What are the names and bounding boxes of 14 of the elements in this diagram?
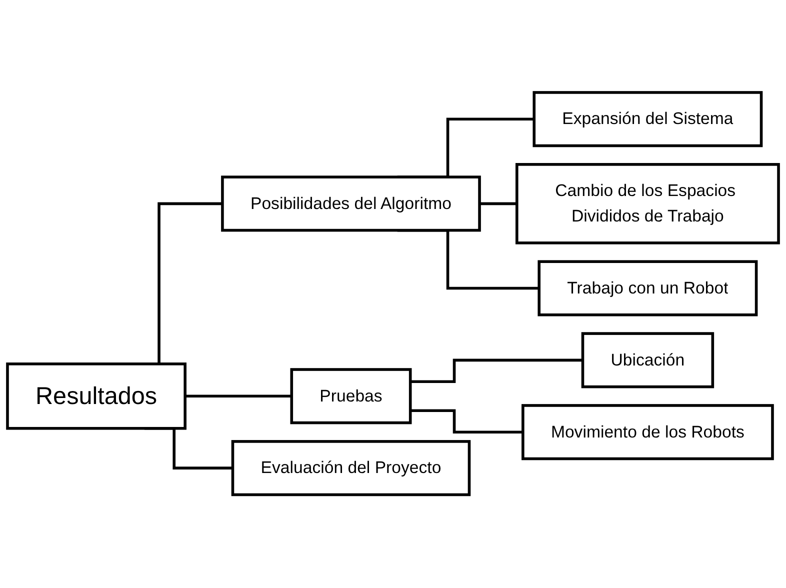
tree-diagram: Resultados Posibilidades del Algoritmo Expansión del Sistema Cambio de los Espacios Divididos de Trabajo Trabajo con un Robot Pruebas Ubicación Movimiento de los Robots Evaluación del Proyecto <box>0 85 786 503</box>
node-box <box>231 440 471 497</box>
node-box <box>290 368 412 425</box>
node-box <box>6 362 186 430</box>
node-box <box>581 332 714 389</box>
connector <box>410 359 583 384</box>
node-box <box>221 176 481 232</box>
node-box <box>538 260 758 317</box>
connector <box>410 410 523 434</box>
node-box <box>522 404 774 461</box>
node-box <box>532 91 763 148</box>
connector <box>185 395 292 398</box>
connector <box>480 202 517 206</box>
node-box <box>516 163 780 245</box>
